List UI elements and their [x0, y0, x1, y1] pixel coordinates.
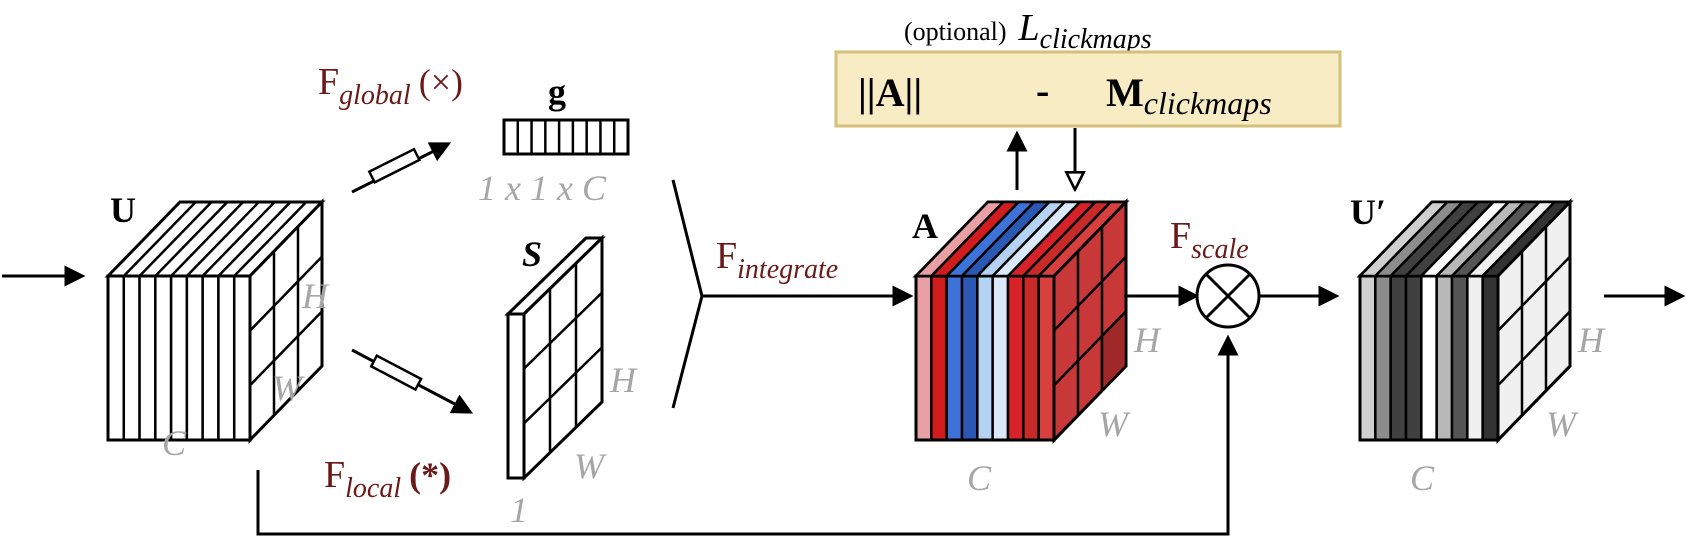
local-op-arrow: [351, 348, 474, 414]
attention-a-dim-w: W: [1098, 404, 1131, 444]
tensor-u-label: U: [110, 190, 136, 230]
loss-minus: -: [1036, 68, 1049, 113]
integrate-junction: [671, 179, 914, 409]
output-u-prime-label: U′: [1350, 192, 1386, 232]
output-u-prime-cube: [1356, 198, 1574, 444]
loss-header: (optional)Lclickmaps: [904, 7, 1152, 55]
tensor-u-dim-h: H: [301, 276, 330, 316]
loss-norm-term: ||A||: [858, 70, 922, 115]
vector-g-bar: [502, 118, 630, 156]
tensor-u-cube: [104, 198, 326, 444]
output-u-prime-dim-c: C: [1410, 458, 1435, 498]
scale-multiply-icon: [1195, 263, 1261, 329]
integrate-op-label: Fintegrate: [716, 235, 838, 285]
global-op-arrow: [351, 142, 452, 194]
output-u-prime-dim-h: H: [1577, 320, 1606, 360]
attention-a-cube: [912, 198, 1130, 444]
vector-g-shape: 1 x 1 x C: [478, 168, 607, 208]
map-s-dim-w: W: [574, 446, 607, 486]
global-op-label: Fglobal(×): [318, 61, 463, 111]
tensor-u-dim-w: W: [272, 368, 305, 408]
map-s-dim-c: 1: [510, 490, 528, 530]
local-op-label: Flocal(*): [324, 454, 451, 504]
scale-op-label: Fscale: [1170, 215, 1249, 265]
vector-g-label: g: [548, 72, 566, 112]
loss-target-term: Mclickmaps: [1106, 70, 1272, 121]
spatial-map-s: [504, 234, 606, 482]
attention-a-dim-c: C: [967, 458, 992, 498]
tensor-u-dim-c: C: [162, 423, 187, 463]
output-u-prime-dim-w: W: [1546, 404, 1579, 444]
loss-box: [834, 50, 1342, 128]
map-s-label: S: [522, 234, 542, 274]
attention-a-dim-h: H: [1133, 320, 1162, 360]
map-s-dim-h: H: [609, 360, 638, 400]
attention-a-label: A: [912, 206, 938, 246]
skip-connection-arrow: [256, 334, 1239, 536]
